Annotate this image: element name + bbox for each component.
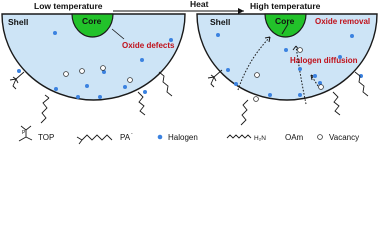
heat-process: Low temperature Heat High temperature [34, 0, 321, 14]
legend-pa: PA - [76, 131, 133, 145]
high-temperature-label: High temperature [250, 1, 321, 11]
halogen-diffusion-label: Halogen diffusion [290, 56, 358, 65]
low-temperature-label: Low temperature [34, 1, 103, 11]
core-shell-diagram: Shell Core Oxide defects Shell Core Oxid… [1, 0, 378, 145]
legend: P TOP PA - Halogen H₂N OAm Vacancy [18, 125, 359, 145]
pa-ligand-icon [81, 134, 113, 141]
core-left [71, 13, 114, 38]
legend-pa-superscript: - [131, 131, 133, 137]
legend-vacancy-label: Vacancy [329, 133, 359, 142]
diffusion-arrow-4 [281, 23, 289, 35]
halogen-dots [17, 31, 363, 99]
diffusion-arrow-3 [310, 74, 319, 87]
legend-halogen: Halogen [157, 133, 198, 142]
right-nanocrystal: Shell Core Oxide removal Halogen diffusi… [196, 13, 378, 105]
vacancy-icon [317, 134, 323, 140]
surface-ligands [9, 69, 369, 126]
shell-label-right: Shell [210, 17, 230, 27]
legend-pa-label: PA [120, 133, 131, 142]
halogen-dot-icon [157, 134, 163, 140]
legend-oam-label: OAm [285, 133, 304, 142]
diffusion-arrow-2 [295, 45, 307, 105]
core-label-left: Core [82, 16, 102, 26]
heat-label: Heat [190, 0, 209, 9]
top-ligand-icon [18, 125, 33, 142]
legend-oam: H₂N OAm [226, 133, 304, 142]
legend-oam-ligand: H₂N [254, 135, 266, 142]
legend-top-label: TOP [38, 133, 54, 142]
oxide-defects-label: Oxide defects [122, 41, 175, 50]
core-right [264, 13, 307, 38]
legend-vacancy: Vacancy [317, 133, 359, 142]
legend-halogen-label: Halogen [168, 133, 198, 142]
oxide-removal-label: Oxide removal [315, 17, 370, 26]
left-nanocrystal: Shell Core Oxide defects [1, 13, 186, 101]
core-label-right: Core [275, 16, 295, 26]
shell-label-left: Shell [8, 17, 28, 27]
vacancy-circles [63, 47, 324, 102]
shell-left [1, 13, 186, 101]
oam-ligand-icon [226, 134, 252, 139]
legend-top: P TOP [18, 125, 54, 142]
shell-right [196, 13, 378, 101]
svg-text:P: P [22, 130, 26, 136]
